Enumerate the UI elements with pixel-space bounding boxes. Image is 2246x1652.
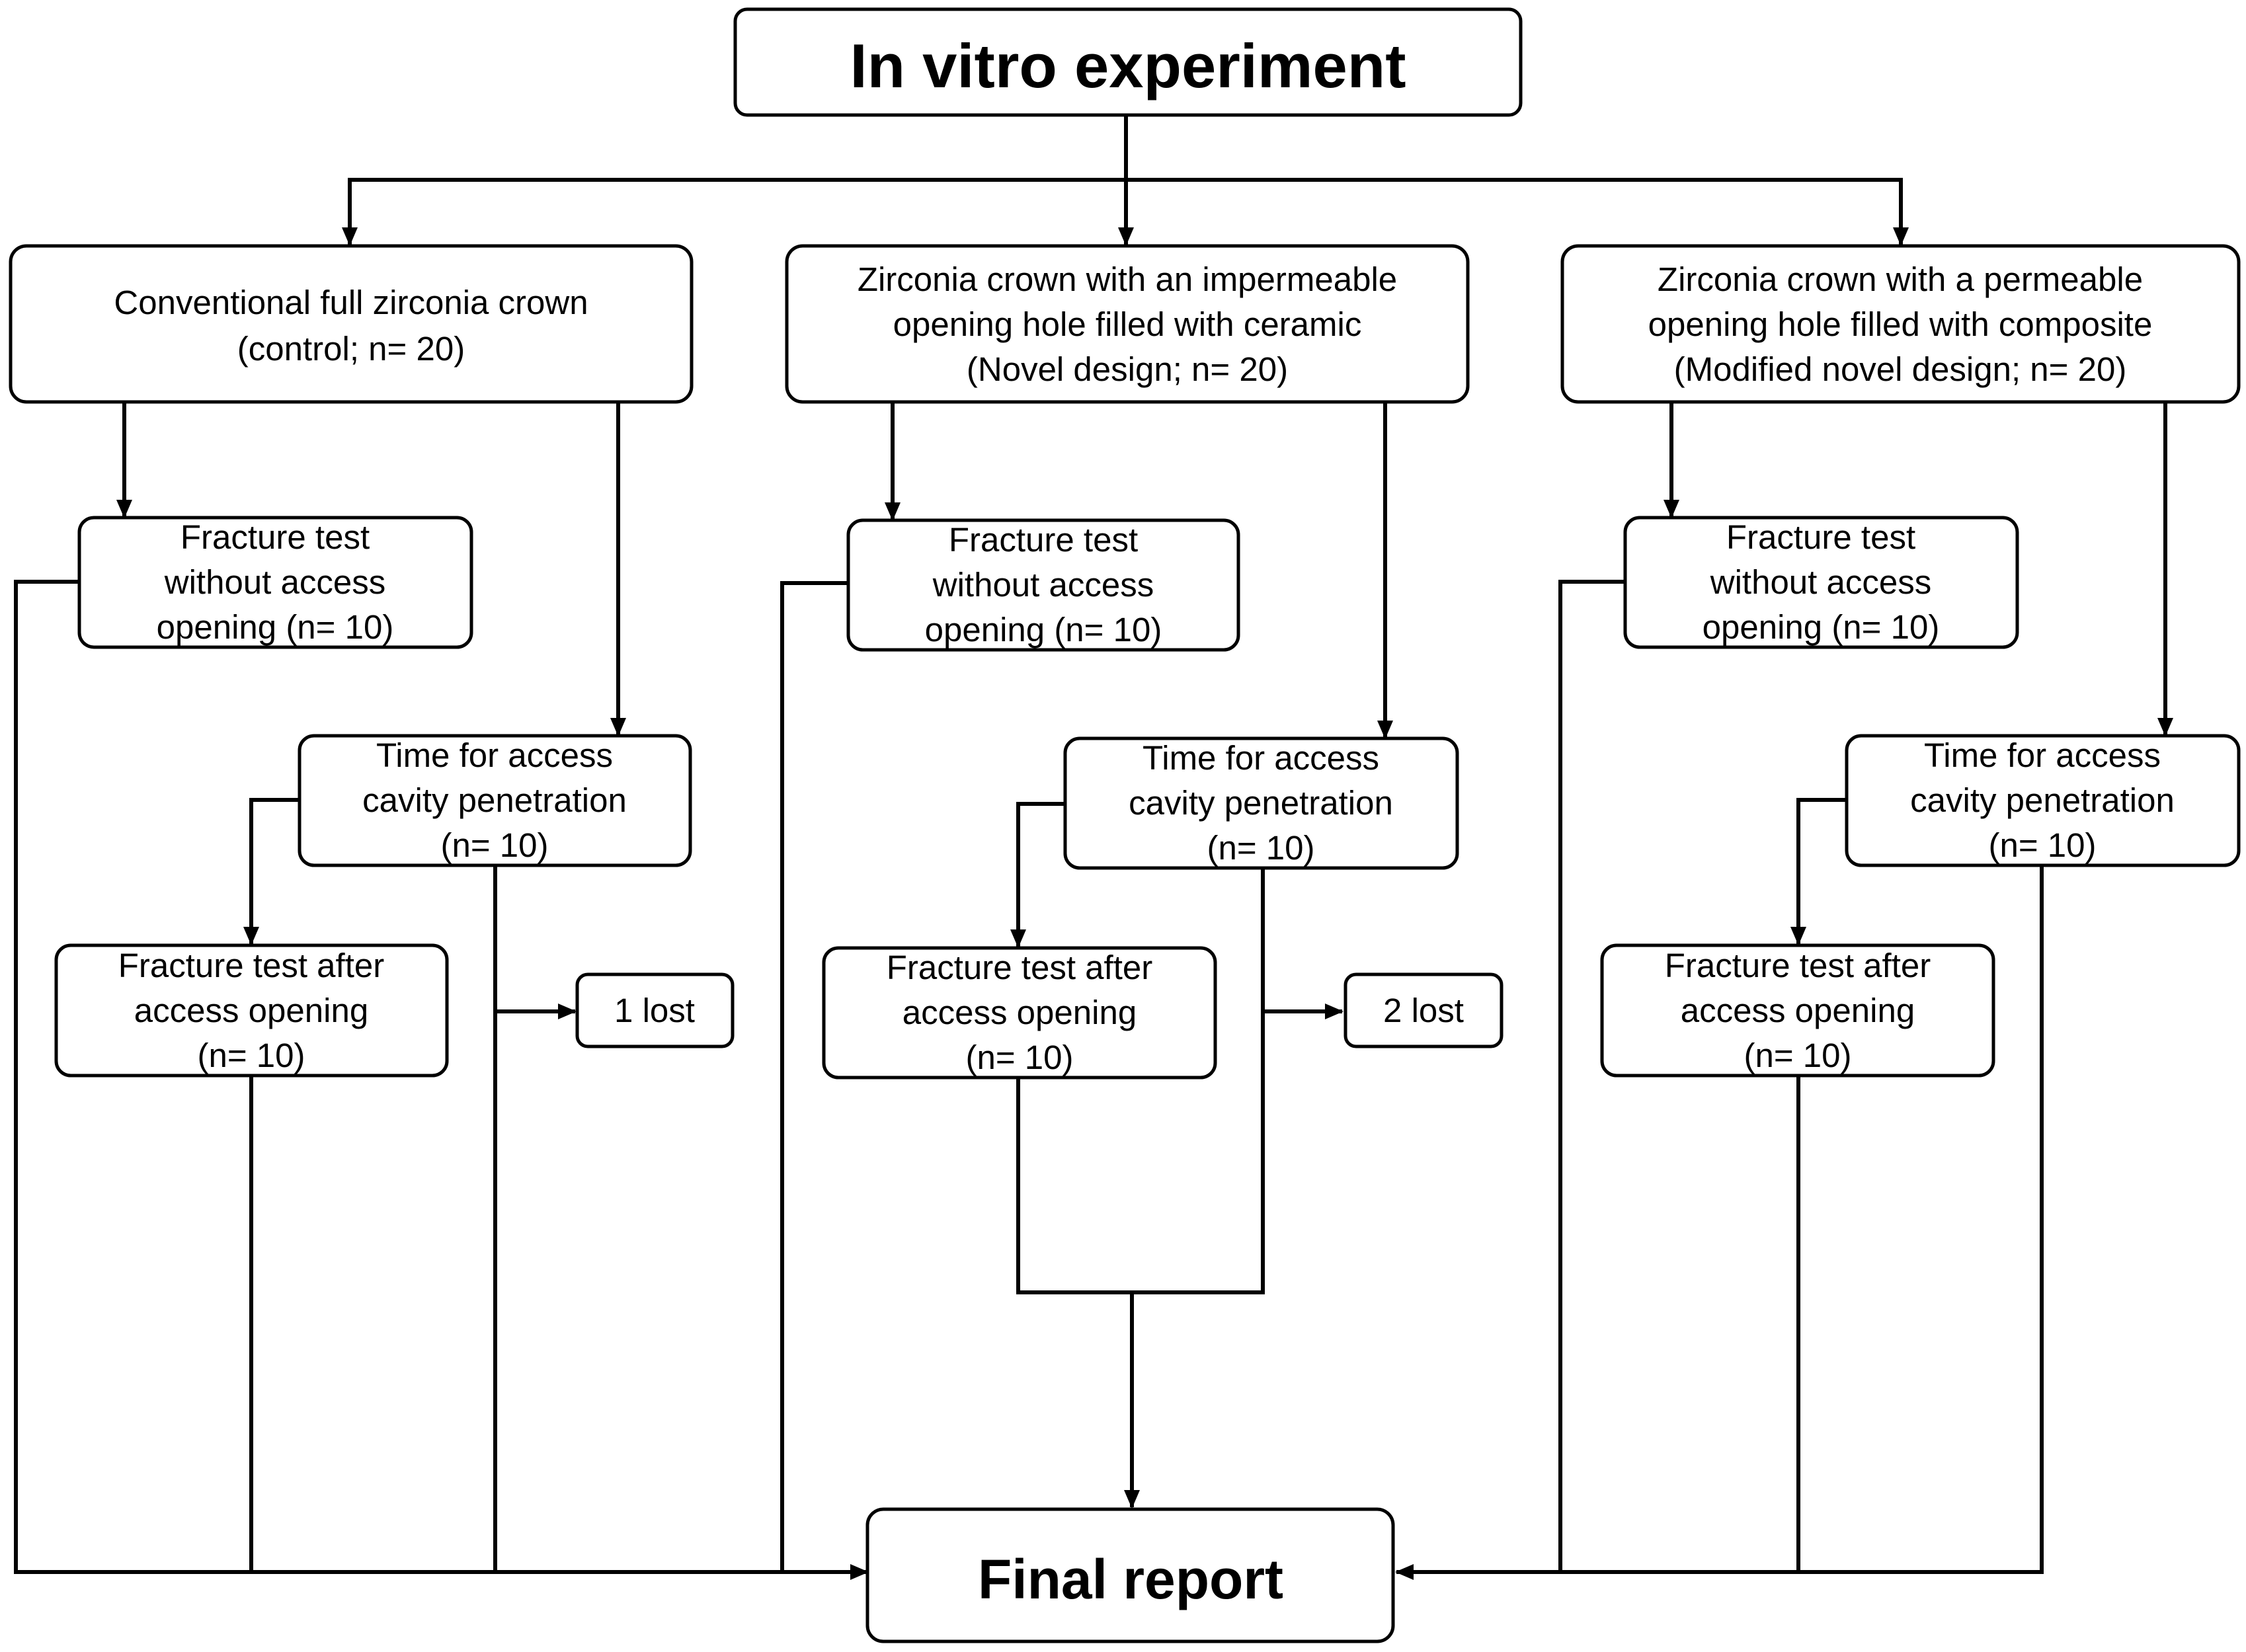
node-text-line: (n= 10) — [1207, 829, 1314, 867]
node-text-line: cavity penetration — [1129, 784, 1393, 822]
node-text-line: access opening — [134, 992, 368, 1029]
node-text-line: access opening — [1681, 992, 1915, 1029]
group-node-control: Conventional full zirconia crown (contro… — [9, 244, 694, 404]
time-access-node-3: Time for access cavity penetration (n= 1… — [1845, 734, 2241, 867]
time-access-node-2: Time for access cavity penetration (n= 1… — [1063, 736, 1459, 870]
fracture-after-node-3: Fracture test after access opening (n= 1… — [1600, 943, 1995, 1078]
node-text-line: Fracture test after — [1665, 947, 1931, 984]
title-text: In vitro experiment — [850, 31, 1406, 100]
node-text-line: (n= 10) — [965, 1039, 1073, 1076]
node-text-line: opening (n= 10) — [157, 608, 394, 646]
node-text-line: 2 lost — [1383, 992, 1464, 1029]
group-node-modified: Zirconia crown with a permeable opening … — [1560, 244, 2241, 404]
line-c2-merge — [1016, 1011, 1265, 1294]
node-text-line: Fracture test — [1726, 518, 1915, 556]
group-control-line-2: (control; n= 20) — [237, 330, 465, 368]
node-text-line: (n= 10) — [440, 826, 548, 864]
line-c2-left-to-final — [780, 581, 848, 1572]
lost-node-2: 2 lost — [1344, 972, 1504, 1048]
arrow-time-to-fracture-after-3 — [1790, 798, 1847, 945]
node-text-line: Fracture test after — [118, 947, 384, 984]
fracture-after-node-1: Fracture test after access opening (n= 1… — [54, 943, 449, 1078]
arrow-time-to-fracture-after-1 — [243, 798, 300, 945]
node-text-line: cavity penetration — [362, 781, 627, 819]
group-modified-line-3: (Modified novel design; n= 20) — [1674, 350, 2127, 388]
arrow-time-to-lost-2 — [1261, 867, 1344, 1019]
node-text-line: without access — [1710, 563, 1932, 601]
node-text-line: 1 lost — [614, 992, 695, 1029]
final-report-text: Final report — [978, 1548, 1283, 1610]
node-text-line: (n= 10) — [197, 1037, 305, 1074]
fracture-without-node-1: Fracture test without access opening (n=… — [77, 516, 473, 649]
connectors — [14, 115, 2173, 1580]
time-access-node-1: Time for access cavity penetration (n= 1… — [298, 734, 692, 867]
group-control-line-1: Conventional full zirconia crown — [114, 284, 588, 321]
fracture-after-node-2: Fracture test after access opening (n= 1… — [822, 946, 1217, 1080]
node-text-line: without access — [932, 566, 1154, 604]
node-text-line: cavity penetration — [1910, 781, 2175, 819]
node-text-line: (n= 10) — [1744, 1037, 1851, 1074]
group-modified-line-1: Zirconia crown with a permeable — [1658, 260, 2143, 298]
node-text-line: Fracture test — [180, 518, 370, 556]
node-text-line: opening (n= 10) — [925, 611, 1162, 649]
line-c3-left-to-final — [1395, 580, 1625, 1580]
line-c3-time-down — [1560, 864, 2044, 1574]
arrow-time-to-fracture-after-2 — [1010, 802, 1065, 948]
node-text-line: Time for access — [376, 736, 613, 774]
group-novel-line-3: (Novel design; n= 20) — [967, 350, 1288, 388]
group-novel-line-2: opening hole filled with ceramic — [893, 305, 1362, 343]
node-text-line: Fracture test after — [887, 949, 1152, 986]
node-text-line: Time for access — [1924, 736, 2161, 774]
node-text-line: opening (n= 10) — [1703, 608, 1940, 646]
arrow-time-to-lost-1 — [493, 864, 577, 1019]
group-node-novel: Zirconia crown with an impermeable openi… — [785, 244, 1470, 404]
node-text-line: Time for access — [1143, 739, 1379, 777]
node-text-line: Fracture test — [949, 521, 1138, 559]
node-text-line: access opening — [902, 994, 1137, 1031]
final-report-node: Final report — [865, 1507, 1395, 1643]
fracture-without-node-2: Fracture test without access opening (n=… — [846, 518, 1240, 652]
fracture-without-node-3: Fracture test without access opening (n=… — [1623, 516, 2019, 649]
line-c1-left-to-final — [14, 580, 869, 1580]
group-modified-line-2: opening hole filled with composite — [1648, 305, 2153, 343]
lost-node-1: 1 lost — [575, 972, 735, 1048]
node-text-line: without access — [164, 563, 386, 601]
title-node: In vitro experiment — [733, 7, 1523, 117]
group-novel-line-1: Zirconia crown with an impermeable — [858, 260, 1397, 298]
node-text-line: (n= 10) — [1988, 826, 2096, 864]
